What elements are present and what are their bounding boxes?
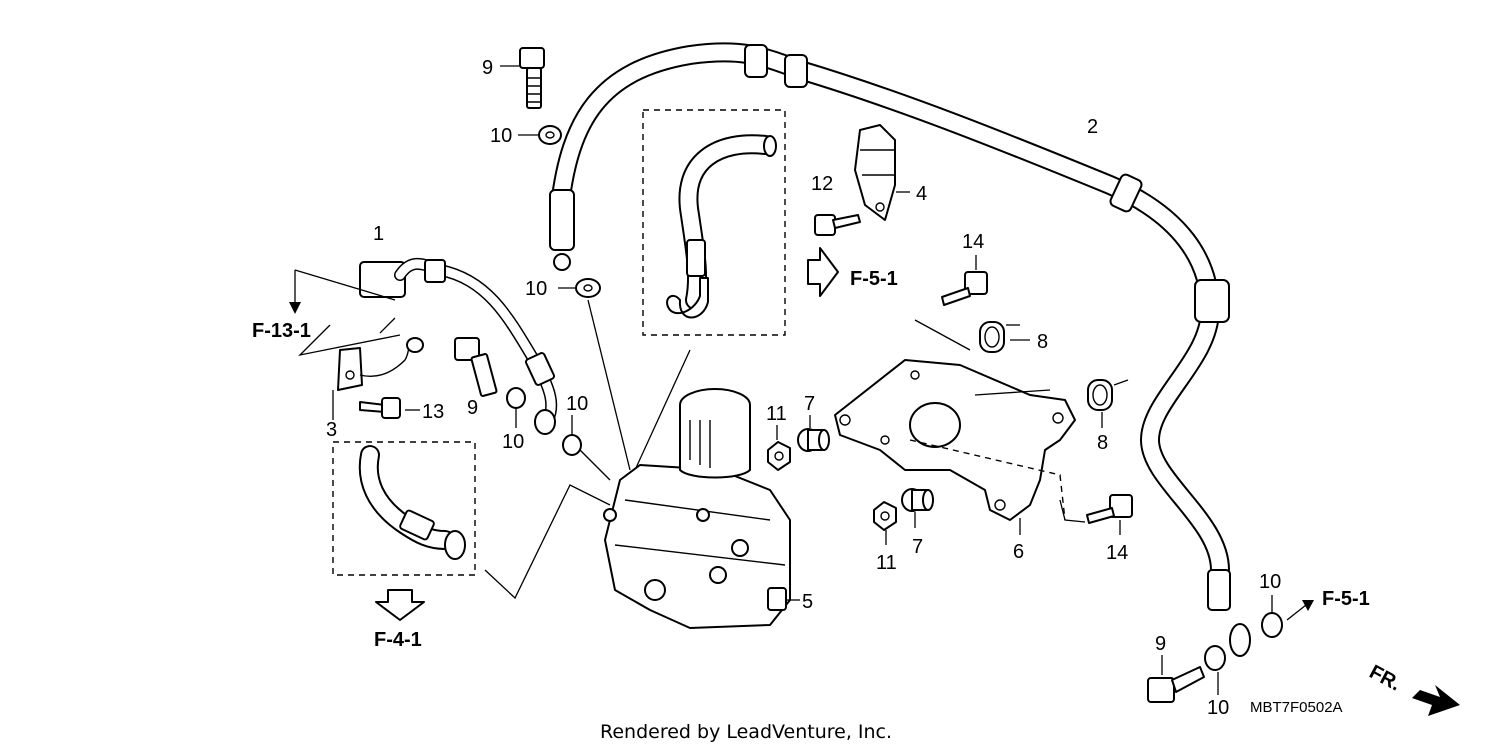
nut-11-bottom xyxy=(873,501,897,531)
callout-14-top: 14 xyxy=(962,231,984,253)
washer-10-mid xyxy=(575,278,601,298)
callout-14-bottom: 14 xyxy=(1106,542,1128,564)
brake-hose-2 xyxy=(549,42,1251,657)
callout-3: 3 xyxy=(326,419,337,441)
callout-10-right: 10 xyxy=(566,393,588,415)
ref-f-4-1[interactable]: F-4-1 xyxy=(374,629,422,651)
washer-10-left xyxy=(506,387,526,409)
detail-box-upper xyxy=(642,109,786,336)
callout-10-top: 10 xyxy=(490,125,512,147)
callout-5: 5 xyxy=(802,591,813,613)
bolt-14-top xyxy=(941,271,988,306)
banjo-bolt-9-bottom xyxy=(1147,666,1205,703)
grommet-8-top xyxy=(979,321,1005,353)
callout-10-bottom: 10 xyxy=(1207,697,1229,719)
callout-7-top: 7 xyxy=(804,393,815,415)
arrow-down-icon xyxy=(375,589,425,621)
brake-hose-1 xyxy=(359,257,558,435)
washer-10-right xyxy=(562,434,582,456)
washer-10-bottom-right xyxy=(1261,612,1283,638)
callout-10-bottom-right: 10 xyxy=(1259,571,1281,593)
modulator-5 xyxy=(603,388,791,629)
callout-11-top: 11 xyxy=(766,403,787,425)
bolt-14-bottom xyxy=(1086,494,1133,524)
callout-9-top: 9 xyxy=(482,57,493,79)
collar-7-bottom xyxy=(901,488,934,512)
bolt-13 xyxy=(359,397,401,419)
callout-12: 12 xyxy=(811,173,833,195)
ref-f-13-1[interactable]: F-13-1 xyxy=(252,320,311,342)
callout-13: 13 xyxy=(422,401,444,423)
callout-10-mid: 10 xyxy=(525,278,547,300)
callout-11-bottom: 11 xyxy=(876,552,897,574)
callout-9-bottom: 9 xyxy=(1155,633,1166,655)
bracket-6 xyxy=(834,359,1076,521)
arrow-right-icon xyxy=(807,247,839,297)
callout-1: 1 xyxy=(373,223,384,245)
callout-4: 4 xyxy=(916,183,927,205)
callout-10-left: 10 xyxy=(502,431,524,453)
callout-8-right: 8 xyxy=(1097,432,1108,454)
holder-4 xyxy=(854,124,896,221)
banjo-bolt-9-top xyxy=(519,47,545,109)
callout-9-mid: 9 xyxy=(467,397,478,419)
ref-f-5-1-right[interactable]: F-5-1 xyxy=(1322,588,1370,610)
bracket-3 xyxy=(337,337,424,391)
direction-label: FR. xyxy=(1366,661,1405,696)
front-direction-arrow-icon xyxy=(1412,685,1460,716)
nut-11-top xyxy=(767,441,791,471)
callout-2: 2 xyxy=(1087,116,1098,138)
collar-7-top xyxy=(797,428,830,452)
callout-8-top: 8 xyxy=(1037,331,1048,353)
banjo-bolt-9-mid xyxy=(454,337,498,397)
ref-f-5-1-mid[interactable]: F-5-1 xyxy=(850,268,898,290)
bolt-12 xyxy=(814,214,861,236)
callout-7-bottom: 7 xyxy=(912,536,923,558)
washer-10-top xyxy=(538,125,562,145)
render-credit: Rendered by LeadVenture, Inc. xyxy=(600,721,892,743)
diagram-code: MBT7F0502A xyxy=(1250,699,1343,716)
washer-10-bottom xyxy=(1204,645,1226,671)
grommet-8-right xyxy=(1087,379,1113,411)
detail-box-lower xyxy=(332,441,476,576)
callout-6: 6 xyxy=(1013,541,1024,563)
